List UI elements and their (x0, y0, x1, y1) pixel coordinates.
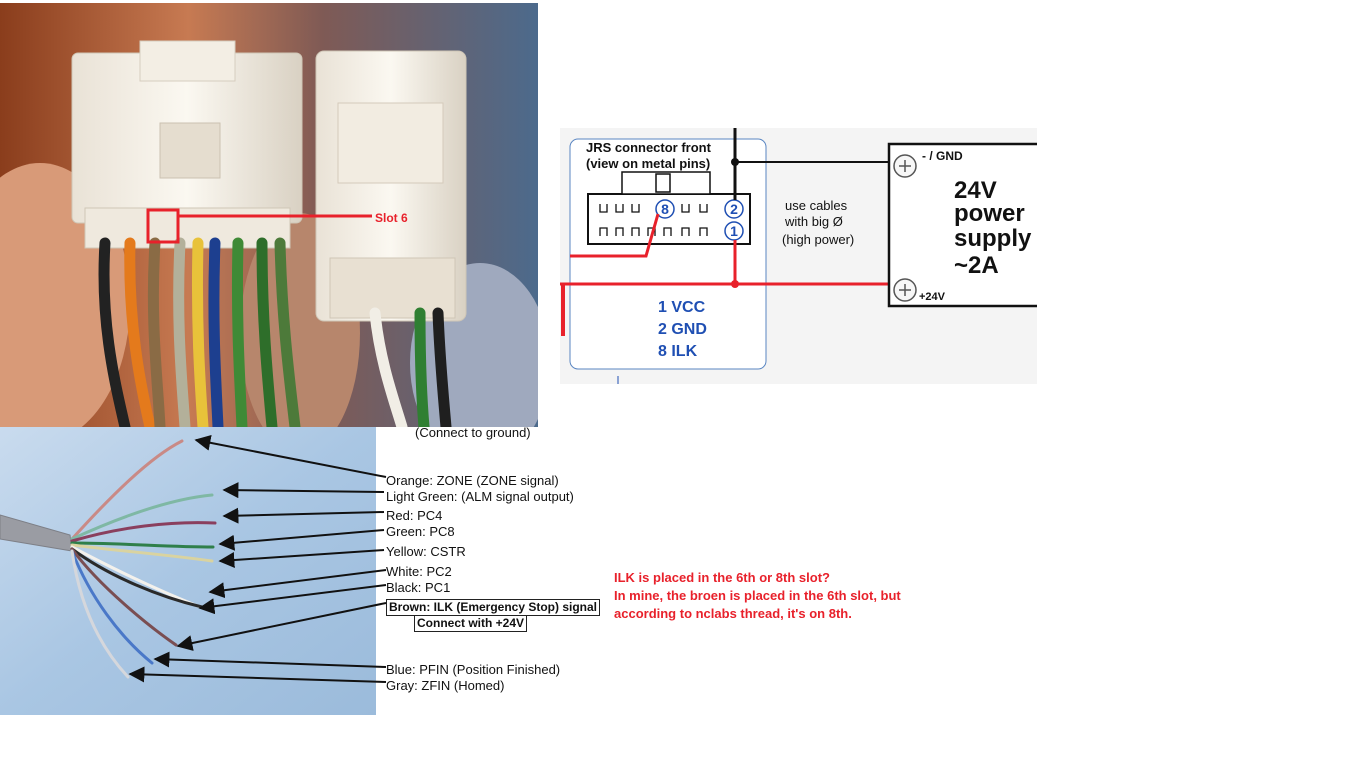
psu-gnd-label: - / GND (922, 149, 963, 163)
slot-6-label: Slot 6 (375, 211, 408, 225)
pin-legend-3: 8 ILK (658, 343, 698, 360)
legend-red: Red: PC4 (386, 508, 443, 523)
psu-title-1: 24V (954, 177, 997, 204)
psu-title-3: supply (954, 225, 1032, 252)
legend-brown: Brown: ILK (Emergency Stop) signal (386, 599, 601, 616)
connector-title-2: (view on metal pins) (586, 156, 710, 171)
pin-legend-1: 1 VCC (658, 299, 706, 316)
psu-title-4: ~2A (954, 252, 999, 279)
legend-black: Black: PC1 (386, 580, 451, 595)
plus24v-terminal-icon (893, 278, 917, 302)
psu-24v-label: +24V (919, 291, 946, 303)
cable-note-3: (high power) (782, 232, 854, 247)
pin-8-label: 8 (661, 201, 669, 217)
gnd-terminal-icon (893, 154, 917, 178)
cable-photo-drawing (0, 427, 376, 715)
note-line-2: In mine, the broen is placed in the 6th … (614, 588, 901, 603)
cable-note-1: use cables (785, 198, 848, 213)
legend-green: Green: PC8 (386, 524, 455, 539)
note-line-3: according to nclabs thread, it's on 8th. (614, 606, 852, 621)
legend-connect-24v: Connect with +24V (414, 615, 528, 632)
pin-1-label: 1 (730, 223, 738, 239)
legend-blue: Blue: PFIN (Position Finished) (386, 662, 561, 677)
connector-photo-drawing (0, 3, 538, 427)
schematic-drawing: JRS connector front (view on metal pins)… (560, 128, 1037, 384)
note-line-1: ILK is placed in the 6th or 8th slot? (614, 570, 830, 585)
wiring-schematic: JRS connector front (view on metal pins)… (560, 128, 1037, 384)
legend-white: White: PC2 (386, 564, 452, 579)
connector-photo: Slot 6 (0, 3, 538, 427)
connect-ground-label: (Connect to ground) (415, 425, 531, 440)
pin-2-label: 2 (730, 201, 738, 217)
pin-legend-2: 2 GND (658, 321, 707, 338)
legend-orange: Orange: ZONE (ZONE signal) (386, 473, 559, 488)
legend-arrows (128, 434, 387, 683)
connector-title-1: JRS connector front (586, 140, 712, 155)
cable-photo (0, 427, 376, 715)
legend-yellow: Yellow: CSTR (386, 544, 466, 559)
psu-title-2: power (954, 200, 1025, 227)
legend-light-green: Light Green: (ALM signal output) (386, 489, 574, 504)
legend-gray: Gray: ZFIN (Homed) (386, 678, 505, 693)
cable-note-2: with big Ø (784, 214, 843, 229)
slot-6-highlight (146, 208, 180, 244)
